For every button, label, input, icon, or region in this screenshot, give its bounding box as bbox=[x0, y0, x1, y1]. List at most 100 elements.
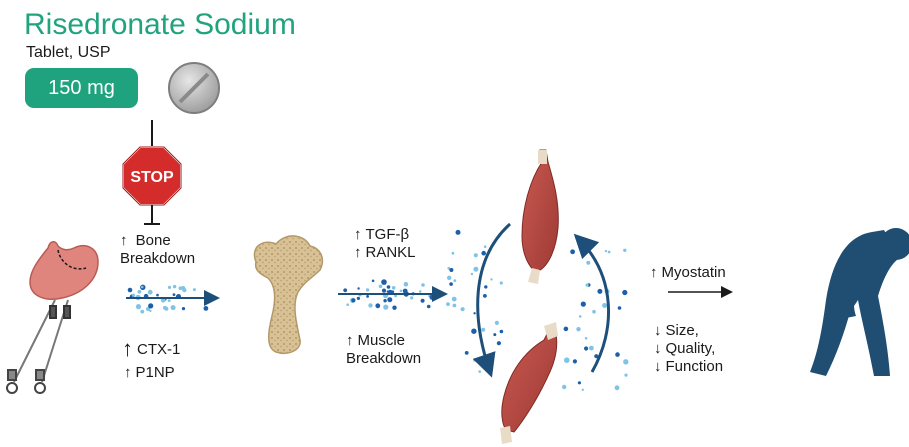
particle-dot bbox=[382, 289, 386, 293]
label-muscle-breakdown: ↑Muscle Breakdown bbox=[346, 332, 421, 368]
particle-dot bbox=[586, 284, 589, 287]
particle-dot bbox=[383, 305, 388, 310]
particle-dot bbox=[168, 299, 171, 302]
up-arrow-icon: ↑ bbox=[346, 332, 354, 349]
particle-dot bbox=[435, 295, 438, 298]
particle-dot bbox=[581, 302, 586, 307]
particle-dot bbox=[474, 253, 478, 257]
particle-dot bbox=[164, 307, 168, 311]
particle-dot bbox=[400, 290, 403, 293]
label-outcomes: ↓Size, ↓Quality, ↓Function bbox=[654, 322, 723, 376]
particle-dot bbox=[623, 359, 628, 364]
down-arrow-icon: ↓ bbox=[654, 322, 662, 339]
particle-dot bbox=[136, 304, 141, 309]
particle-dot bbox=[497, 341, 501, 345]
particle-dot bbox=[366, 295, 369, 298]
particle-dot bbox=[368, 303, 372, 307]
label-quality: ↓Quality, bbox=[654, 340, 723, 358]
particle-dot bbox=[592, 310, 596, 314]
particle-dot bbox=[576, 327, 580, 331]
particle-dot bbox=[182, 307, 185, 310]
particle-dot bbox=[149, 310, 151, 312]
particle-dot bbox=[379, 285, 383, 289]
particle-dot bbox=[582, 389, 584, 391]
particle-dot bbox=[140, 310, 144, 314]
particle-dot bbox=[427, 305, 431, 309]
particle-dot bbox=[452, 297, 457, 302]
curved-arrow-down bbox=[478, 224, 510, 372]
label-tgf: ↑TGF-β bbox=[354, 226, 409, 244]
particle-dot bbox=[430, 295, 435, 300]
particle-dot bbox=[473, 358, 477, 362]
particle-dot bbox=[447, 276, 451, 280]
particle-dot bbox=[500, 330, 504, 334]
particle-dot bbox=[421, 283, 425, 287]
particle-dot bbox=[484, 285, 487, 288]
particle-dot bbox=[449, 268, 453, 272]
particle-dot bbox=[410, 296, 413, 299]
femur-bone-icon bbox=[254, 236, 322, 353]
particle-dot bbox=[500, 281, 503, 284]
particle-dot bbox=[585, 337, 588, 340]
particle-dot bbox=[490, 278, 492, 280]
up-arrow-icon: ↑ bbox=[120, 232, 128, 249]
particle-dot bbox=[608, 251, 611, 254]
particle-dot bbox=[381, 279, 387, 285]
particle-dot bbox=[622, 290, 627, 295]
particle-dot bbox=[449, 282, 453, 286]
bold-up-arrow-icon: ↑ bbox=[122, 336, 133, 361]
particle-dot bbox=[132, 294, 135, 297]
particle-dot bbox=[204, 306, 209, 311]
particle-dot bbox=[128, 288, 133, 293]
pill-icon bbox=[169, 63, 219, 113]
particle-dot bbox=[168, 286, 171, 289]
particle-dot bbox=[465, 351, 469, 355]
particle-dot bbox=[419, 290, 422, 293]
particle-dot bbox=[366, 288, 369, 291]
label-p1np: ↑P1NP bbox=[124, 364, 175, 382]
particle-dot bbox=[562, 385, 566, 389]
particle-dot bbox=[573, 359, 577, 363]
label-ctx1: ↑CTX-1 bbox=[122, 340, 180, 359]
particle-dot bbox=[392, 306, 396, 310]
particle-dot bbox=[343, 288, 347, 292]
particle-dot bbox=[564, 357, 570, 363]
particle-dot bbox=[383, 299, 386, 302]
particle-dot bbox=[392, 286, 396, 290]
particle-dot bbox=[453, 279, 456, 282]
label-size: ↓Size, bbox=[654, 322, 723, 340]
particle-dot bbox=[138, 290, 142, 294]
particle-dot bbox=[623, 249, 626, 252]
particle-dot bbox=[372, 280, 375, 283]
up-arrow-icon: ↑ bbox=[354, 226, 362, 243]
particle-dot bbox=[351, 298, 355, 302]
label-bone-breakdown: ↑ Bone Breakdown bbox=[120, 232, 195, 268]
particle-dot bbox=[473, 312, 475, 314]
particle-dot bbox=[618, 306, 622, 310]
particle-dot bbox=[375, 303, 380, 308]
particle-dot bbox=[589, 346, 594, 351]
particle-dot bbox=[193, 288, 196, 291]
particle-dot bbox=[456, 230, 461, 235]
particle-dot bbox=[387, 297, 392, 302]
particle-dot bbox=[615, 352, 620, 357]
particle-dot bbox=[404, 282, 409, 287]
particle-dot bbox=[478, 370, 481, 373]
particle-dot bbox=[493, 333, 496, 336]
up-arrow-icon: ↑ bbox=[650, 264, 658, 281]
particle-dot bbox=[179, 286, 183, 290]
particle-dot bbox=[148, 303, 153, 308]
particle-dot bbox=[495, 321, 499, 325]
label-myostatin: ↑Myostatin bbox=[650, 264, 726, 282]
marker-particles-1 bbox=[128, 285, 210, 314]
particle-dot bbox=[584, 346, 588, 350]
marker-particles-3 bbox=[446, 230, 503, 373]
particle-dot bbox=[471, 329, 476, 334]
particle-dot bbox=[453, 304, 457, 308]
particle-dot bbox=[171, 305, 176, 310]
particle-dot bbox=[473, 267, 478, 272]
particle-dot bbox=[357, 287, 359, 289]
down-arrow-icon: ↓ bbox=[654, 358, 662, 375]
label-function: ↓Function bbox=[654, 358, 723, 376]
particle-dot bbox=[615, 385, 620, 390]
